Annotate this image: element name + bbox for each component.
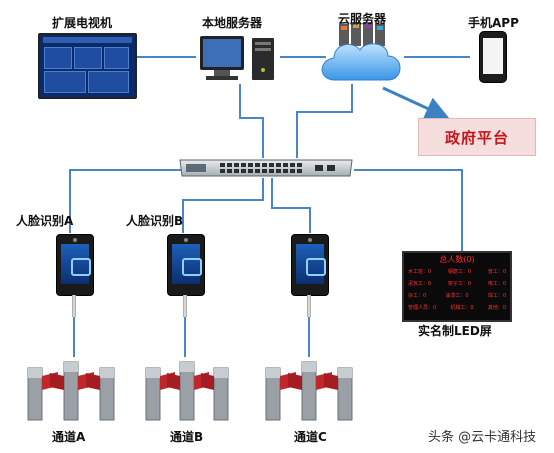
led-cell: 架子工：0 <box>447 281 472 287</box>
led-cell: 木工班：0 <box>408 269 432 275</box>
turnstile-group-c <box>265 361 353 421</box>
led-title: 总人数(0) <box>439 255 475 264</box>
tv-label: 扩展电视机 <box>52 16 113 30</box>
face-terminal-b <box>167 234 205 296</box>
led-cell: 电工：0 <box>487 281 506 287</box>
led-cell: 油漆工：0 <box>445 293 469 299</box>
led-cell: 钢筋工：0 <box>447 269 472 275</box>
cloud-server-icon <box>321 22 401 81</box>
turnstile-group-b <box>145 361 229 421</box>
led-cell: 其他：0 <box>487 305 506 311</box>
link-switch-face-c <box>271 178 311 233</box>
network-switch-icon <box>179 159 353 177</box>
link-switch-face-a <box>69 169 181 233</box>
led-cell: 杂工：0 <box>408 293 427 299</box>
gov-platform-label: 政府平台 <box>444 128 509 147</box>
cloud-server-label: 云服务器 <box>338 12 387 26</box>
link-switch-led <box>354 169 463 251</box>
terminal-pole-c <box>307 295 311 317</box>
face-a-label: 人脸识别A <box>16 214 74 228</box>
link-lines <box>69 56 470 357</box>
tv-display-icon <box>38 33 137 99</box>
local-server-label: 本地服务器 <box>202 16 263 30</box>
mobile-app-label: 手机APP <box>468 16 519 30</box>
face-b-label: 人脸识别B <box>126 214 184 228</box>
led-cell: 管理人员：0 <box>408 305 437 311</box>
channel-b-label: 通道B <box>170 430 204 444</box>
led-screen: 总人数(0) 木工班：0 钢筋工：0 普工：0 泥瓦工：0 架子工：0 电工：0… <box>402 251 512 322</box>
led-cell: 焊工：0 <box>487 293 506 299</box>
led-cell: 普工：0 <box>487 269 506 275</box>
mobile-phone-icon <box>479 31 507 83</box>
face-terminal-a <box>56 234 94 296</box>
watermark-text: 头条 @云卡通科技 <box>428 430 537 445</box>
terminal-pole-b <box>183 295 187 317</box>
link-server-switch <box>239 84 264 158</box>
led-cell: 泥瓦工：0 <box>408 281 432 287</box>
led-cell: 机械工：0 <box>450 305 474 311</box>
link-cloud-switch <box>296 84 353 158</box>
gov-platform-box: 政府平台 <box>418 118 536 156</box>
channel-a-label: 通道A <box>52 430 86 444</box>
local-server-icon <box>200 36 274 80</box>
face-terminal-c <box>291 234 329 296</box>
terminal-pole-a <box>72 295 76 317</box>
channel-c-label: 通道C <box>294 430 327 444</box>
cloud-to-gov-arrow <box>382 86 450 120</box>
turnstile-group-a <box>27 361 115 421</box>
link-switch-face-b <box>182 178 264 233</box>
led-screen-label: 实名制LED屏 <box>418 324 492 338</box>
